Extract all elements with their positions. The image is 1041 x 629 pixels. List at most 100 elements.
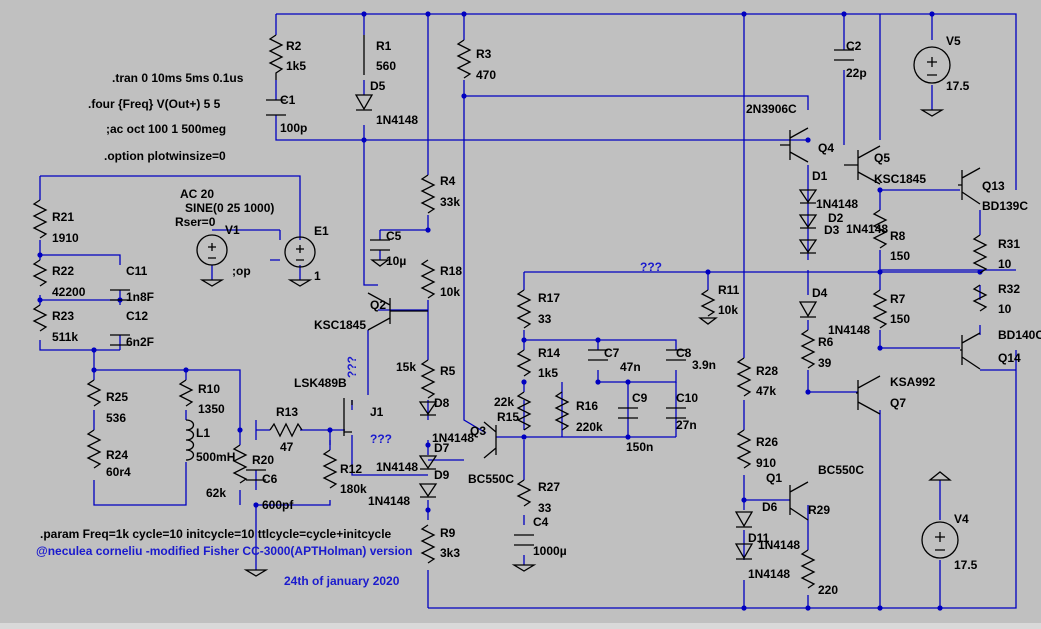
component-value-label: 1n8F bbox=[126, 290, 154, 304]
date-credit: 24th of january 2020 bbox=[284, 574, 400, 588]
component-ref-label: Q3 bbox=[470, 424, 486, 438]
component-value-label: 15k bbox=[396, 360, 416, 374]
component-ref-label: R32 bbox=[998, 282, 1020, 296]
component-value-label: 10 bbox=[998, 302, 1012, 316]
component-value-label: 1910 bbox=[52, 231, 79, 245]
component-ref-label: D6 bbox=[762, 500, 778, 514]
component-j1: J1 LSK489B bbox=[294, 376, 384, 419]
component-ref-label: C10 bbox=[676, 391, 698, 405]
component-ref-label: C9 bbox=[632, 391, 648, 405]
component-value-label: 10k bbox=[440, 285, 460, 299]
component-ref-label: C6 bbox=[262, 472, 278, 486]
component-value-label: KSA992 bbox=[890, 375, 936, 389]
component-value-label: 180k bbox=[340, 482, 367, 496]
component-value-label: 1N4148 bbox=[368, 494, 410, 508]
component-value-label: 1N4148 bbox=[376, 460, 418, 474]
component-ref-label: C11 bbox=[126, 264, 148, 278]
component-value-label: BC550C bbox=[468, 472, 514, 486]
component-value-label: 10µ bbox=[386, 254, 406, 268]
component-ref-label: Q1 bbox=[766, 471, 782, 485]
junctions bbox=[37, 11, 983, 611]
component-ref-label: R2 bbox=[286, 39, 302, 53]
component-ref-label: Q14 bbox=[998, 351, 1021, 365]
wires bbox=[39, 13, 1017, 609]
component-ref-label: R28 bbox=[756, 364, 778, 378]
component-value-label: 3k3 bbox=[440, 546, 460, 560]
component-ref-label: R24 bbox=[106, 448, 128, 462]
component-value-label: 1N4148 bbox=[748, 567, 790, 581]
ground-symbols bbox=[199, 109, 952, 577]
resistors bbox=[32, 34, 988, 589]
component-value-label: 220 bbox=[818, 583, 838, 597]
component-value-label: KSC1845 bbox=[314, 318, 366, 332]
component-value-label: 150 bbox=[890, 249, 910, 263]
component-e1: E11 bbox=[314, 224, 329, 283]
component-value-label: 27n bbox=[676, 418, 697, 432]
component-ref-label: Q13 bbox=[982, 179, 1005, 193]
component-value-label: 1N4148 bbox=[828, 323, 870, 337]
tran-directive: .tran 0 10ms 5ms 0.1us bbox=[112, 71, 244, 85]
component-ref-label: R8 bbox=[890, 229, 906, 243]
question-note-1: ??? bbox=[640, 260, 662, 274]
component-ref-label: C12 bbox=[126, 309, 148, 323]
component-value-label: LSK489B bbox=[294, 376, 347, 390]
component-ref-label: Q4 bbox=[818, 141, 834, 155]
component-ref-label: D7 bbox=[434, 441, 450, 455]
ac-directive: ;ac oct 100 1 500meg bbox=[106, 122, 226, 136]
component-value-label: BD139C bbox=[982, 199, 1028, 213]
component-ref-label: R7 bbox=[890, 292, 906, 306]
component-ref-label: D8 bbox=[434, 396, 450, 410]
component-value-label: 536 bbox=[106, 411, 126, 425]
component-ref-label: R31 bbox=[998, 237, 1020, 251]
component-ref-label: D9 bbox=[434, 468, 450, 482]
voltage-sources bbox=[196, 46, 959, 559]
v1-sine-spec: SINE(0 25 1000) bbox=[185, 201, 274, 215]
component-ref-label: Q2 bbox=[370, 298, 386, 312]
component-value-label: 600pf bbox=[262, 498, 294, 512]
component-value-label: 33k bbox=[440, 195, 460, 209]
four-directive: .four {Freq} V(Out+) 5 5 bbox=[88, 97, 221, 111]
component-ref-label: C8 bbox=[676, 346, 692, 360]
component-ref-label: D3 bbox=[824, 223, 840, 237]
component-c10: C10 27n bbox=[676, 391, 698, 432]
component-value-label: 100p bbox=[280, 121, 307, 135]
component-ref-label: R20 bbox=[252, 453, 274, 467]
component-ref-label: R3 bbox=[476, 47, 492, 61]
component-ref-label: Q5 bbox=[874, 151, 890, 165]
component-ref-label: R21 bbox=[52, 210, 74, 224]
question-note-3: ??? bbox=[345, 356, 359, 378]
component-ref-label: C7 bbox=[604, 346, 620, 360]
component-ref-label: R26 bbox=[756, 435, 778, 449]
component-ref-label: R9 bbox=[440, 526, 456, 540]
component-ref-label: J1 bbox=[370, 405, 384, 419]
component-value-label: 1N4148 bbox=[816, 197, 858, 211]
component-ref-label: D1 bbox=[812, 169, 828, 183]
component-ref-label: R15 bbox=[497, 410, 519, 424]
component-r21: R21 1910 bbox=[52, 210, 79, 245]
